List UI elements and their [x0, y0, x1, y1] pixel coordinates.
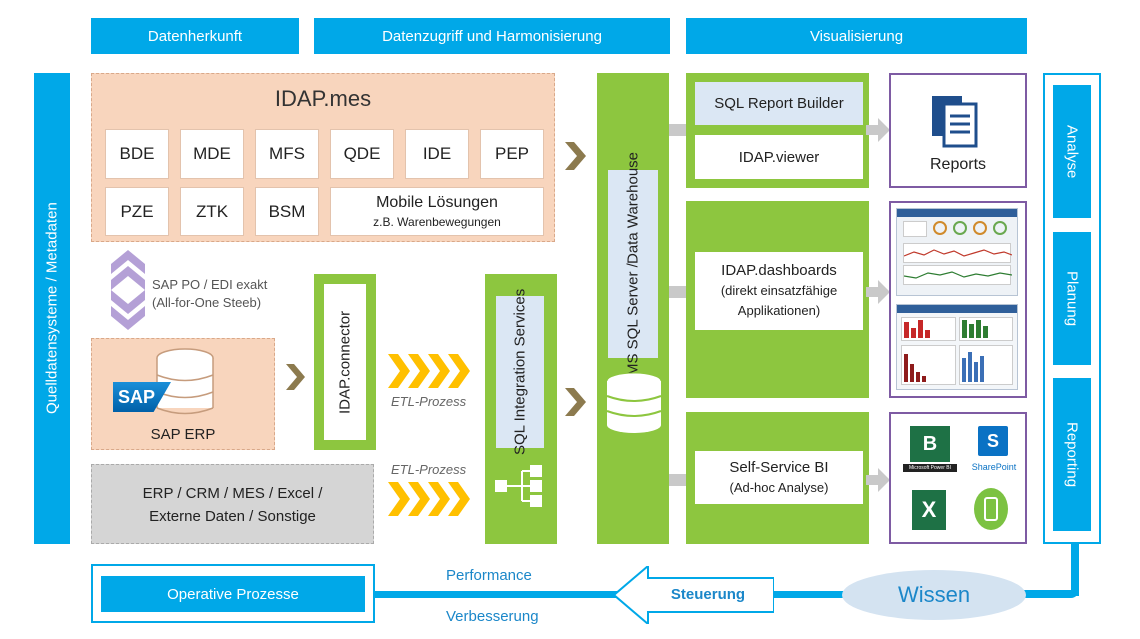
idap-viewer: IDAP.viewer — [695, 135, 863, 179]
wissen-ellipse: Wissen — [842, 570, 1026, 620]
dashboard-screenshot — [896, 208, 1018, 296]
connector-line — [669, 124, 689, 136]
arrow-right-icon — [866, 468, 890, 492]
module-pep: PEP — [480, 129, 544, 179]
hierarchy-icon — [495, 465, 542, 507]
database-icon — [606, 372, 662, 433]
header-datenherkunft: Datenherkunft — [91, 18, 299, 54]
module-bsm: BSM — [255, 187, 319, 236]
module-qde: QDE — [330, 129, 394, 179]
mssql-line2: Data Warehouse — [624, 151, 642, 264]
report-builder: SQL Report Builder — [695, 82, 863, 125]
power-bi-label: Microsoft Power BI — [903, 464, 957, 472]
power-bi-icon: B — [910, 426, 950, 462]
dashboards-sub2: Applikationen) — [737, 303, 821, 318]
purple-double-arrow-icon — [111, 250, 145, 330]
mssql-line1: MS SQL Server / — [624, 263, 642, 377]
sharepoint-label: SharePoint — [971, 462, 1017, 472]
other-sources-line1: ERP / CRM / MES / Excel / — [142, 485, 323, 502]
dashboards-title: IDAP.dashboards — [721, 262, 837, 279]
other-sources-panel — [91, 464, 374, 544]
etl-label-2: ETL-Prozess — [391, 462, 467, 477]
header-visualisierung: Visualisierung — [686, 18, 1027, 54]
other-sources-label: ERP / CRM / MES / Excel / Externe Daten … — [91, 482, 374, 528]
dashboards-sub1: (direkt einsatzfähige — [720, 283, 838, 298]
header-datenzugriff: Datenzugriff und Harmonisierung — [314, 18, 670, 54]
arrow-right-icon — [866, 118, 890, 142]
module-ide: IDE — [405, 129, 469, 179]
etl-label-1: ETL-Prozess — [391, 394, 467, 409]
module-bde: BDE — [105, 129, 169, 179]
module-mobile: Mobile Lösungen z.B. Warenbewegungen — [330, 187, 544, 236]
etl-arrow-icon — [388, 482, 470, 516]
mobile-sub: z.B. Warenbewegungen — [373, 215, 501, 229]
mobile-app-icon — [974, 488, 1008, 530]
left-bar-quelldatensysteme: Quelldatensysteme / Metadaten — [34, 73, 70, 544]
connector-label: IDAP.connector — [324, 284, 366, 440]
steuerung-label: Steuerung — [670, 586, 746, 603]
arrow-right-icon — [866, 280, 890, 304]
chevron-right-icon — [565, 142, 586, 170]
selfservice-box: Self-Service BI (Ad-hoc Analyse) — [695, 451, 863, 504]
right-label-planung: Planung — [1053, 232, 1091, 365]
sap-po-line2: (All-for-One Steeb) — [152, 295, 262, 310]
other-sources-line2: Externe Daten / Sonstige — [149, 508, 316, 525]
verbesserung-label: Verbesserung — [446, 608, 539, 625]
flow-line-horizontal — [375, 591, 845, 598]
module-mfs: MFS — [255, 129, 319, 179]
mobile-title: Mobile Lösungen — [376, 194, 498, 211]
sap-po-label: SAP PO / EDI exakt (All-for-One Steeb) — [152, 276, 267, 312]
module-mde: MDE — [180, 129, 244, 179]
sharepoint-icon: S — [978, 426, 1008, 456]
flow-line-vertical — [1071, 544, 1079, 596]
report-document-icon — [932, 96, 978, 148]
selfservice-sub: (Ad-hoc Analyse) — [729, 479, 829, 495]
excel-icon: X — [912, 490, 946, 530]
flow-line-corner — [1010, 590, 1079, 598]
module-ztk: ZTK — [180, 187, 244, 236]
connector-line — [669, 474, 689, 486]
reports-label: Reports — [929, 156, 987, 173]
mes-title: IDAP.mes — [274, 86, 372, 111]
steuerung-arrow-icon — [614, 566, 774, 624]
mssql-label: MS SQL Server / Data Warehouse — [608, 152, 658, 376]
right-label-reporting: Reporting — [1053, 378, 1091, 531]
operative-label: Operative Prozesse — [101, 576, 365, 612]
chevron-right-icon — [286, 364, 305, 390]
dashboard-screenshot — [896, 304, 1018, 390]
module-pze: PZE — [105, 187, 169, 236]
connector-line — [669, 286, 689, 298]
dashboards-box: IDAP.dashboards (direkt einsatzfähige Ap… — [695, 252, 863, 330]
performance-label: Performance — [446, 567, 532, 584]
ssis-label: SQL Integration Services — [496, 289, 544, 455]
selfservice-title: Self-Service BI — [729, 458, 829, 476]
sap-po-line1: SAP PO / EDI exakt — [152, 277, 268, 292]
chevron-right-icon — [565, 388, 586, 416]
sap-erp-label: SAP ERP — [150, 426, 216, 443]
etl-arrow-icon — [388, 354, 470, 388]
right-label-analyse: Analyse — [1053, 85, 1091, 218]
